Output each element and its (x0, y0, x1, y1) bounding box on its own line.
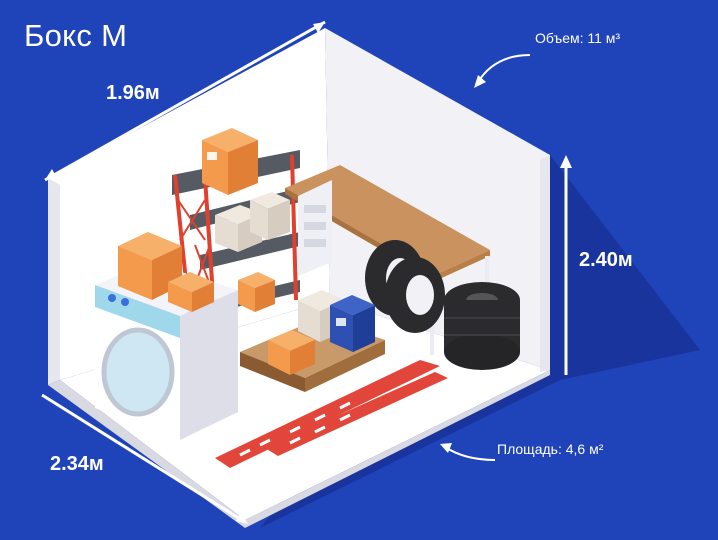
volume-callout-arrowhead (474, 75, 486, 88)
height-arrow (560, 155, 572, 375)
volume-callout-arrow (477, 54, 531, 83)
cardboard-box-low-shelf (238, 272, 275, 312)
area-callout-arrow (444, 446, 496, 461)
area-label: Площадь: 4,6 м² (497, 441, 604, 457)
length-arrow (41, 393, 248, 524)
length-dimension-label: 2.34м (50, 453, 104, 475)
cardboard-box-mid-shelf (215, 192, 290, 252)
skis-icon (215, 360, 448, 468)
wall-edge-left (48, 178, 60, 385)
box-title: Бокс М (24, 18, 128, 53)
volume-label: Объем: 11 м³ (535, 30, 621, 46)
wall-edge-right (540, 155, 550, 372)
wall-front-bottom (48, 370, 550, 528)
height-dimension-label: 2.40м (579, 249, 633, 271)
width-arrow (44, 20, 326, 182)
cardboard-box-top-shelf (202, 128, 258, 195)
cardboard-box-small (168, 272, 214, 312)
blue-box-pallet (330, 295, 375, 352)
cardboard-box-pallet (268, 330, 315, 375)
area-callout-arrowhead (440, 443, 452, 453)
width-dimension-label: 1.96м (106, 82, 160, 104)
tires-icon (365, 240, 520, 370)
